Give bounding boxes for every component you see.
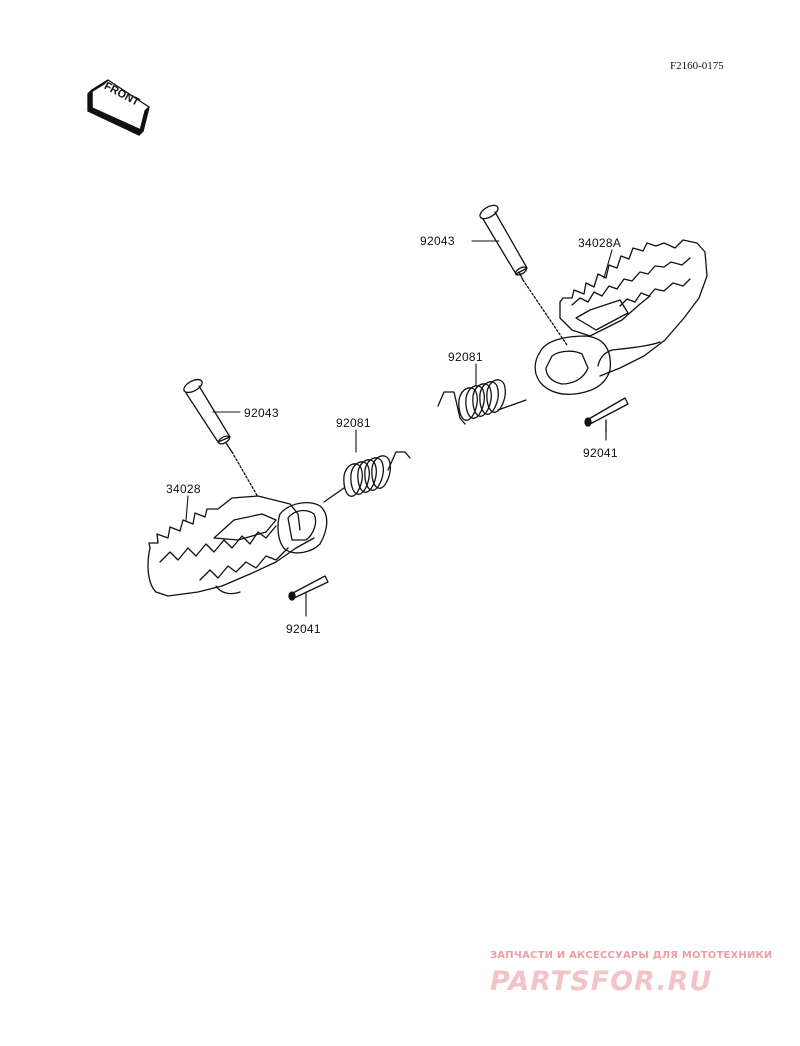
label-right-pin: 92043 — [420, 234, 455, 248]
watermark-tagline: ЗАПЧАСТИ И АКСЕССУАРЫ ДЛЯ МОТОТЕХНИКИ — [490, 950, 773, 961]
left-spring-drawing — [324, 452, 410, 502]
left-cotter-pin-drawing — [289, 576, 328, 600]
front-arrow-icon: FRONT — [88, 80, 149, 135]
label-left-spring: 92081 — [336, 416, 371, 430]
label-left-pin: 92043 — [244, 406, 279, 420]
label-left-footpeg: 34028 — [166, 482, 201, 496]
right-spring-drawing — [438, 380, 526, 424]
label-right-spring: 92081 — [448, 350, 483, 364]
right-pin-drawing — [478, 203, 567, 345]
right-cotter-pin-drawing — [585, 398, 628, 432]
leader-lines — [186, 241, 612, 616]
label-right-cotter-pin: 92041 — [583, 446, 618, 460]
left-pin-drawing — [182, 377, 258, 497]
left-footpeg-drawing — [148, 496, 327, 596]
diagram-code: F2160-0175 — [670, 60, 724, 72]
label-left-cotter-pin: 92041 — [286, 622, 321, 636]
label-right-footpeg: 34028A — [578, 236, 622, 250]
right-footpeg-drawing — [535, 240, 707, 394]
watermark-logo: PARTSFOR.RU — [490, 966, 713, 997]
